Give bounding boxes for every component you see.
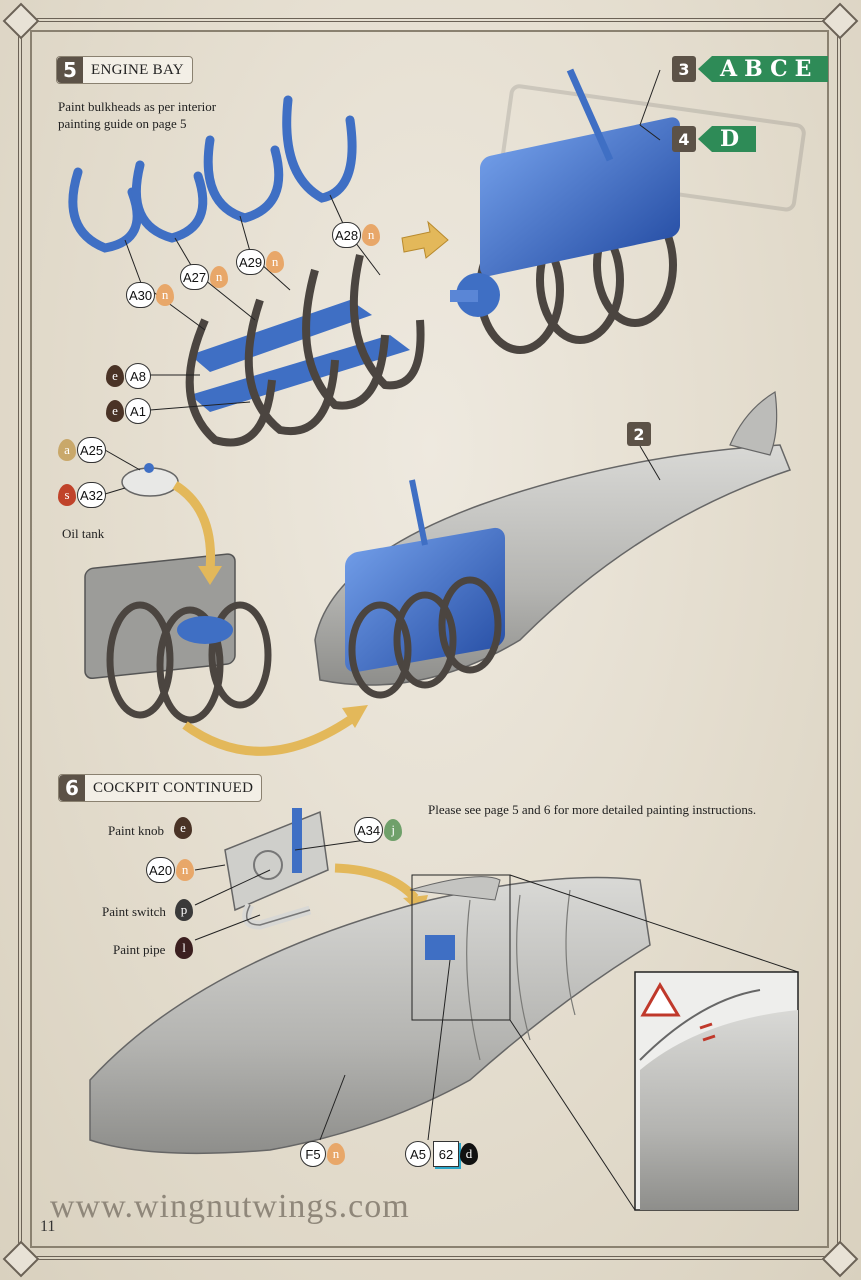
- note-line: painting guide on page 5: [58, 116, 187, 131]
- detail-inset: [634, 971, 799, 1211]
- tag-number: 4: [672, 126, 696, 152]
- paint-knob-label: Paint knob: [108, 823, 164, 838]
- callout-A28: A28 n: [332, 221, 381, 249]
- part-number: A34: [354, 817, 384, 843]
- engine-grey-left: [84, 553, 272, 724]
- bulkhead-frame-assembly: [185, 254, 425, 447]
- paint-drop-icon: n: [176, 859, 195, 881]
- painting-reference-note: Please see page 5 and 6 for more detaile…: [428, 802, 757, 817]
- paint-drop-icon: n: [266, 251, 285, 273]
- callout-A30: A30 n: [126, 281, 175, 309]
- callout-A29: A29 n: [236, 248, 285, 276]
- oil-tank-label: Oil tank: [62, 526, 105, 541]
- oil-tank: [121, 463, 179, 497]
- fuselage-front: [314, 391, 791, 699]
- curved-arrow: [172, 481, 216, 571]
- step-title: ENGINE BAY: [91, 61, 184, 78]
- detail-zoom-frame: [411, 874, 511, 1021]
- part-number: A25: [77, 437, 107, 463]
- part-number: A8: [125, 363, 151, 389]
- paint-drop-icon: n: [362, 224, 381, 246]
- paint-drop-icon: e: [106, 400, 124, 422]
- bulkhead-parts: [68, 95, 357, 253]
- step-6-header: 6 COCKPIT CONTINUED: [58, 774, 263, 802]
- paint-drop-icon: d: [460, 1143, 478, 1165]
- tag-letters: ABCE: [698, 56, 829, 82]
- part-number: F5: [300, 1141, 326, 1167]
- knob-paint-callout: e: [173, 814, 193, 842]
- callout-A25: a A25: [57, 436, 107, 464]
- page-number: 11: [40, 1218, 56, 1235]
- paint-drop-icon: p: [175, 899, 193, 921]
- paint-drop-icon: j: [384, 819, 403, 841]
- paint-drop-icon: s: [58, 484, 76, 506]
- note-line: Paint bulkheads as per interior: [58, 99, 217, 114]
- paint-drop-icon: e: [174, 817, 192, 839]
- quantity-box: 62: [433, 1141, 459, 1167]
- part-number: A32: [77, 482, 107, 508]
- callout-A8: e A8: [105, 362, 151, 390]
- version-tag-abce: 3 ABCE: [672, 55, 829, 83]
- paint-drop-icon: n: [210, 266, 229, 288]
- curved-arrow: [334, 863, 419, 902]
- paint-drop-icon: n: [327, 1143, 345, 1165]
- page-border: [18, 18, 841, 1260]
- paint-drop-icon: n: [156, 284, 175, 306]
- page-inner-border: [30, 30, 829, 1248]
- tag-letters: D: [698, 126, 757, 152]
- step-number: 5: [57, 57, 83, 83]
- callout-A27: A27 n: [180, 263, 229, 291]
- switch-panel: [224, 808, 329, 930]
- tag-number: 3: [672, 56, 696, 82]
- version-tag-d: 4 D: [672, 125, 757, 153]
- callout-A34: A34 j: [354, 816, 403, 844]
- paint-switch-label: Paint switch: [102, 904, 166, 919]
- step-number: 6: [59, 775, 85, 801]
- step-title: COCKPIT CONTINUED: [93, 779, 254, 796]
- switch-paint-callout: p: [174, 896, 194, 924]
- direction-arrow: [401, 220, 449, 259]
- callout-A32: s A32: [57, 481, 107, 509]
- paint-pipe-label: Paint pipe: [113, 942, 166, 957]
- paint-drop-icon: l: [175, 937, 193, 959]
- part-number: A28: [332, 222, 362, 248]
- assembly-marker-2: 2: [627, 422, 651, 446]
- part-number: A27: [180, 264, 210, 290]
- part-number: A30: [126, 282, 156, 308]
- part-number: A29: [236, 249, 266, 275]
- part-number: A20: [146, 857, 176, 883]
- paint-drop-icon: e: [106, 365, 124, 387]
- callout-F5: F5 n: [300, 1140, 346, 1168]
- callout-A20: A20 n: [146, 856, 195, 884]
- part-number: A5: [405, 1141, 431, 1167]
- callout-A1: e A1: [105, 397, 151, 425]
- paint-drop-icon: a: [58, 439, 76, 461]
- part-number: A1: [125, 398, 151, 424]
- step-5-header: 5 ENGINE BAY: [56, 56, 193, 84]
- callout-A5: A5 62 d: [405, 1140, 479, 1168]
- engine-assembly-top: [450, 68, 680, 354]
- website-url: www.wingnutwings.com: [50, 1188, 410, 1225]
- bulkhead-paint-note: Paint bulkheads as per interior painting…: [58, 98, 216, 132]
- pipe-paint-callout: l: [174, 934, 194, 962]
- curved-arrow: [182, 716, 353, 756]
